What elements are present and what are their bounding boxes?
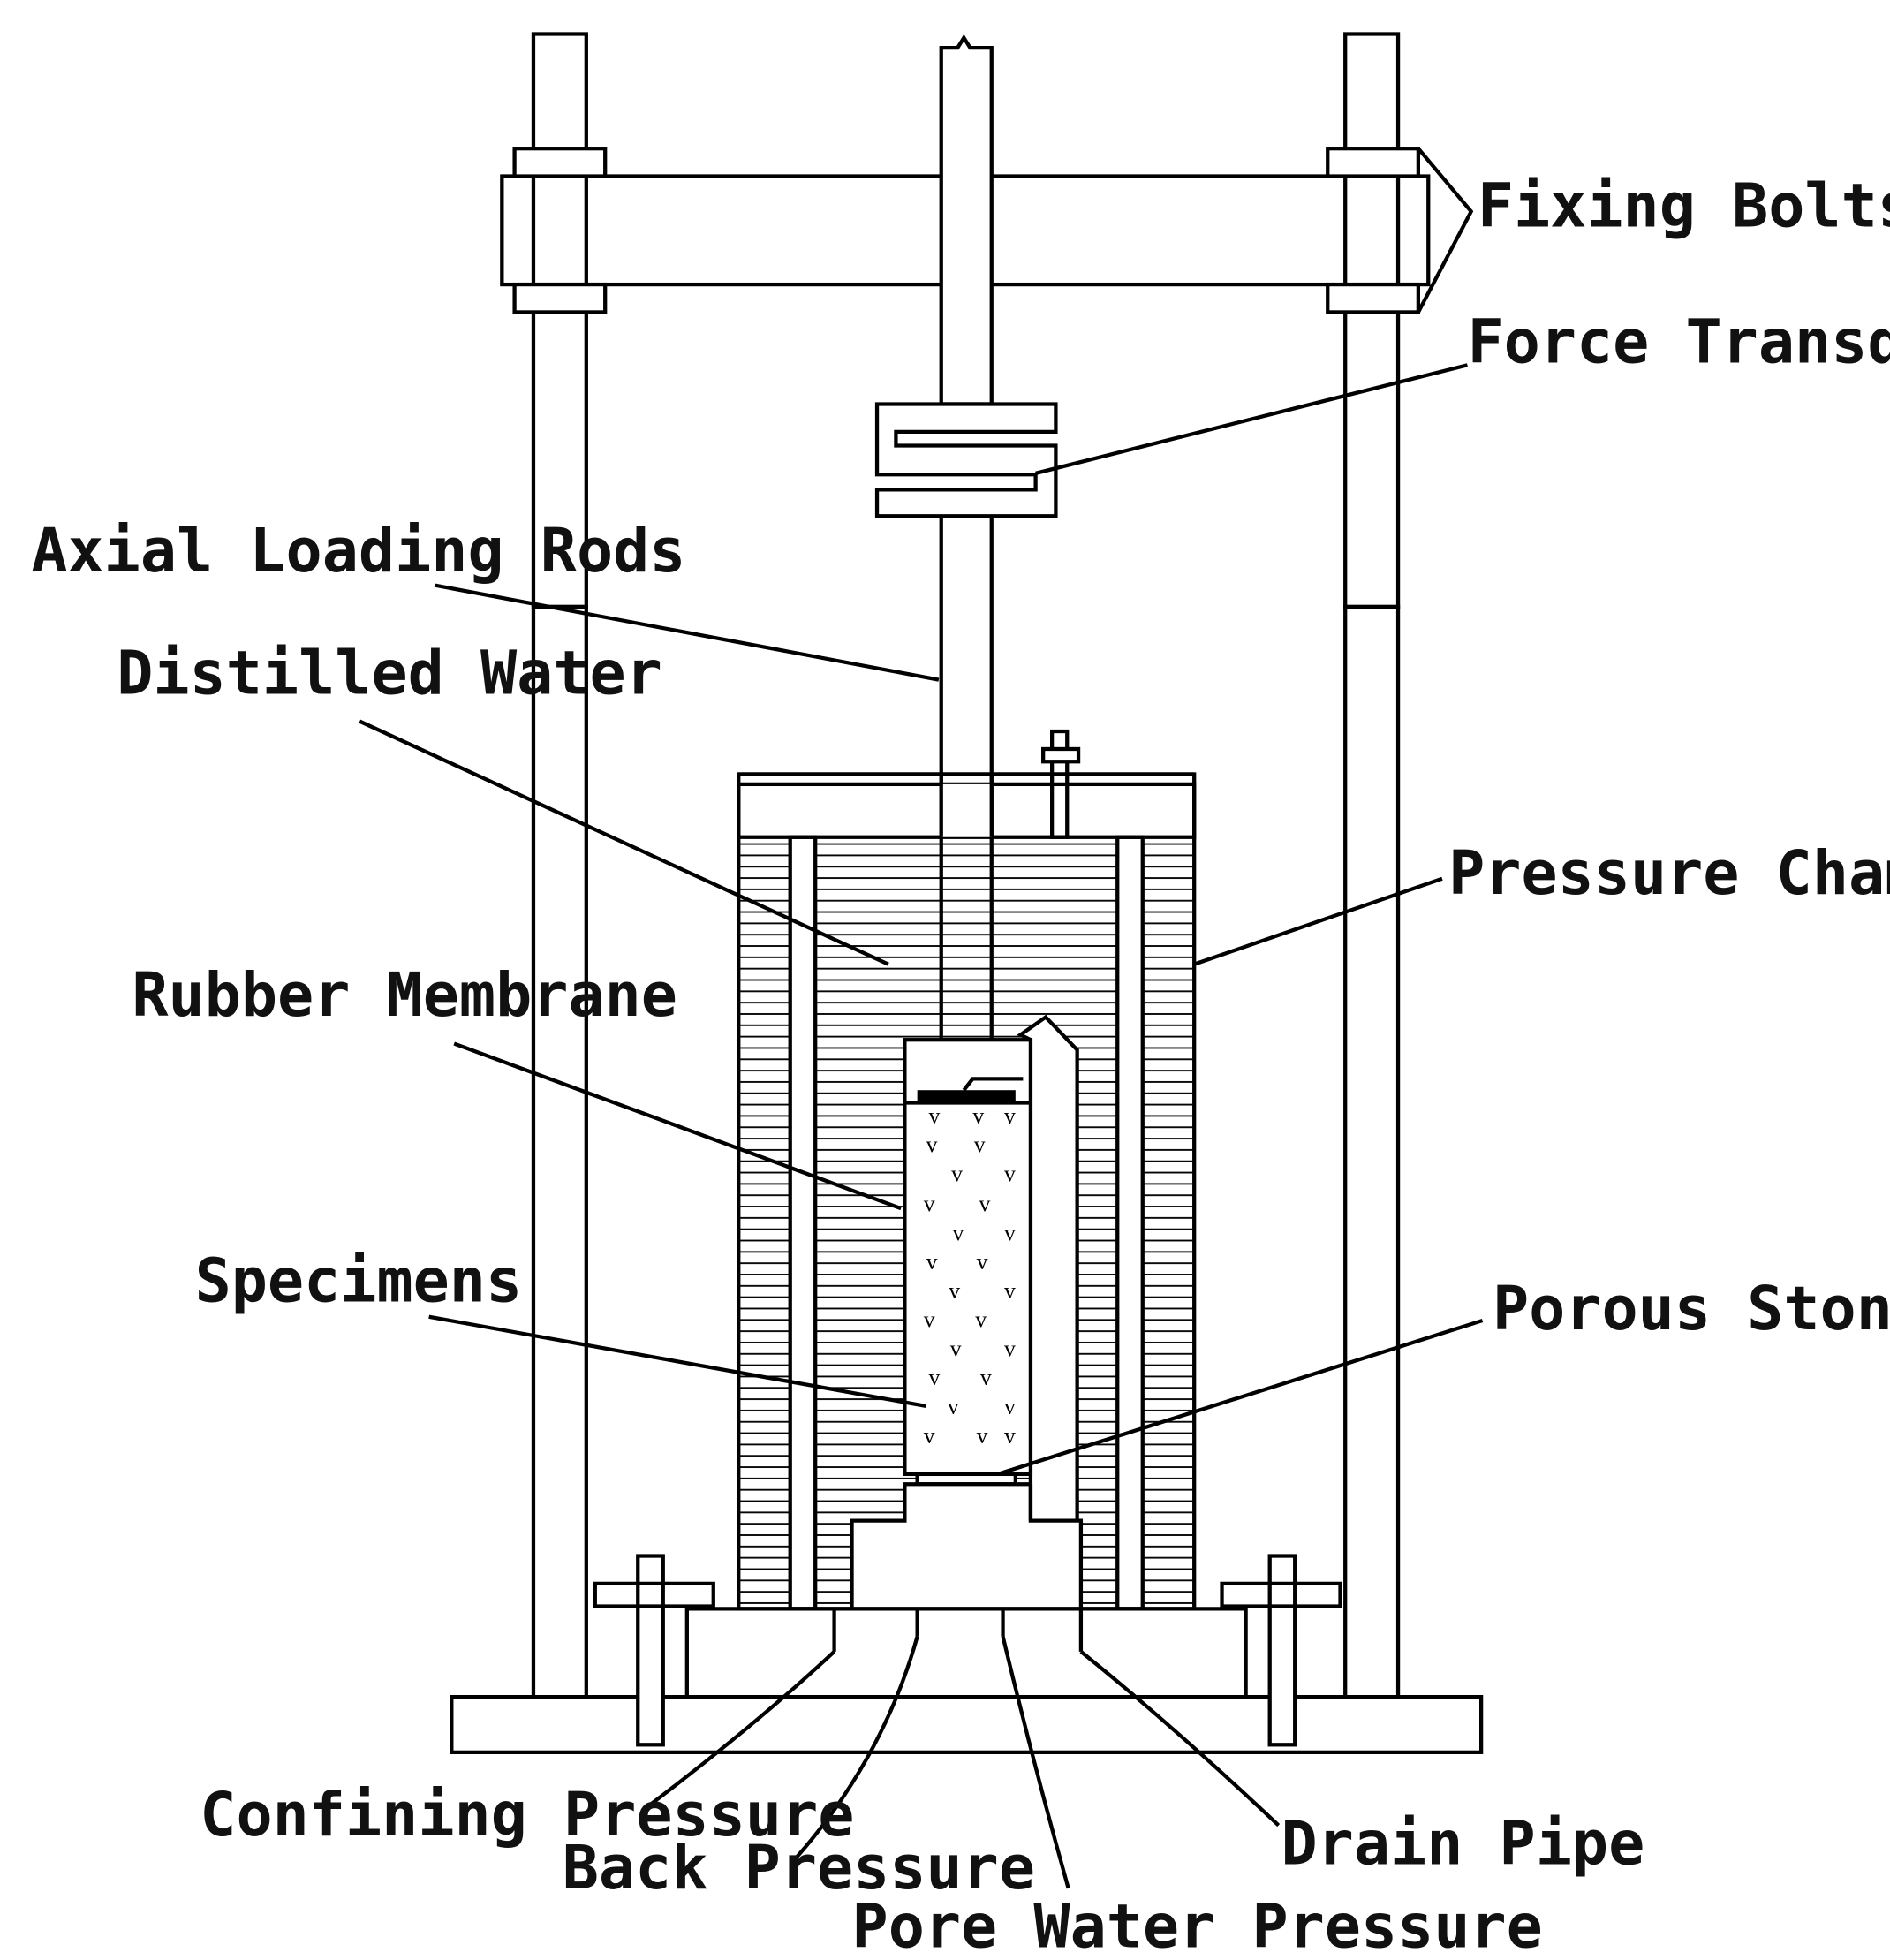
svg-text:v: v bbox=[979, 1191, 990, 1216]
label-pore-water-pressure: Pore Water Pressure bbox=[852, 1893, 1543, 1960]
svg-text:v: v bbox=[977, 1249, 988, 1275]
label-pressure-chamber: Pressure Chamber bbox=[1448, 839, 1890, 909]
label-fixing-bolts: Fixing Bolts bbox=[1478, 172, 1890, 242]
axial-loading-rod bbox=[939, 34, 994, 1042]
label-rubber-membrane: Rubber Membrane bbox=[132, 961, 677, 1031]
label-force-transducers: Force Transducers bbox=[1467, 307, 1890, 377]
force-transducer bbox=[874, 402, 1058, 518]
label-back-pressure: Back Pressure bbox=[563, 1834, 1035, 1903]
base-clamp-right bbox=[1220, 1554, 1342, 1747]
svg-text:v: v bbox=[950, 1336, 962, 1361]
leader-lines bbox=[359, 147, 1484, 1889]
svg-text:v: v bbox=[924, 1422, 935, 1448]
svg-text:v: v bbox=[953, 1220, 964, 1245]
svg-text:v: v bbox=[1004, 1277, 1016, 1303]
svg-text:v: v bbox=[974, 1131, 986, 1157]
svg-text:v: v bbox=[924, 1306, 935, 1332]
svg-text:v: v bbox=[1004, 1422, 1016, 1448]
label-specimens: Specimens bbox=[195, 1247, 523, 1317]
svg-text:v: v bbox=[1004, 1336, 1016, 1361]
label-drain-pipe: Drain Pipe bbox=[1281, 1810, 1645, 1880]
base-clamp-left bbox=[593, 1554, 715, 1747]
label-axial-loading-rods: Axial Loading Rods bbox=[31, 517, 685, 586]
svg-text:v: v bbox=[1004, 1102, 1016, 1128]
svg-text:v: v bbox=[926, 1131, 938, 1157]
svg-text:v: v bbox=[972, 1102, 984, 1128]
label-distilled-water: Distilled Water bbox=[117, 639, 662, 708]
fixing-nuts bbox=[512, 147, 1421, 314]
label-confining-pressure: Confining Pressure bbox=[200, 1781, 854, 1850]
svg-text:v: v bbox=[980, 1365, 992, 1390]
svg-text:v: v bbox=[977, 1422, 988, 1448]
svg-text:v: v bbox=[975, 1306, 987, 1332]
svg-text:v: v bbox=[924, 1191, 935, 1216]
base bbox=[450, 1607, 1484, 1754]
svg-text:v: v bbox=[926, 1249, 938, 1275]
svg-text:v: v bbox=[928, 1102, 940, 1128]
svg-text:v: v bbox=[948, 1393, 959, 1419]
svg-text:v: v bbox=[1004, 1393, 1016, 1419]
svg-text:v: v bbox=[951, 1161, 963, 1186]
soil-marks: v v v v v v v v v v v v v v v v v v v v … bbox=[924, 1102, 1016, 1448]
svg-text:v: v bbox=[928, 1365, 940, 1390]
svg-text:v: v bbox=[1004, 1161, 1016, 1186]
label-porous-stones: Porous Stones bbox=[1493, 1275, 1890, 1344]
labels: Fixing Bolts Force Transducers Axial Loa… bbox=[31, 172, 1890, 1960]
svg-text:v: v bbox=[949, 1277, 960, 1303]
svg-text:v: v bbox=[1004, 1220, 1016, 1245]
specimen-assembly: v v v v v v v v v v v v v v v v v v v v … bbox=[850, 1014, 1084, 1611]
